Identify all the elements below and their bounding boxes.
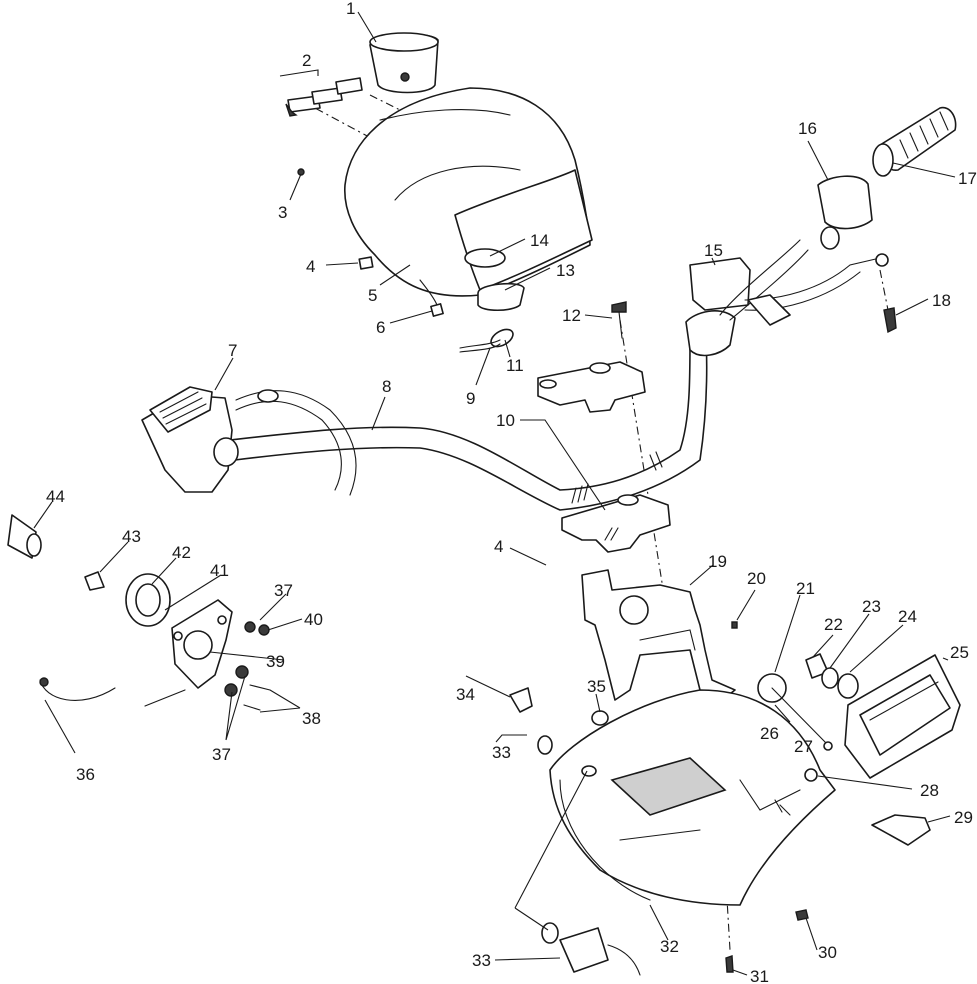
callout-17: 17 [958, 169, 977, 188]
handlebar-tube [229, 334, 708, 511]
callout-12: 12 [562, 306, 581, 325]
callout-37-top: 37 [274, 581, 293, 600]
callout-32: 32 [660, 937, 679, 956]
upper-clamp [537, 361, 646, 413]
callout-1: 1 [346, 0, 355, 18]
callout-9: 9 [466, 389, 475, 408]
callout-24: 24 [898, 607, 917, 626]
front-body-panel [549, 689, 836, 906]
left-mount-plate [7, 514, 271, 711]
callout-41: 41 [210, 561, 229, 580]
callout-30: 30 [818, 943, 837, 962]
throttle-mount [685, 239, 889, 357]
callout-33-bottom: 33 [472, 951, 491, 970]
callout-3: 3 [278, 203, 287, 222]
headlight-assembly [844, 654, 961, 779]
callout-31: 31 [750, 967, 769, 984]
gauge-cup [369, 32, 439, 94]
callout-13: 13 [556, 261, 575, 280]
hand-grip [872, 106, 957, 177]
callout-18: 18 [932, 291, 951, 310]
left-control-housing [141, 386, 357, 496]
callout-26: 26 [760, 724, 779, 743]
callout-7: 7 [228, 341, 237, 360]
callout-19: 19 [708, 552, 727, 571]
callout-10: 10 [496, 411, 515, 430]
callout-43: 43 [122, 527, 141, 546]
callout-35: 35 [587, 677, 606, 696]
callout-20: 20 [747, 569, 766, 588]
callout-6: 6 [376, 318, 385, 337]
callout-numbers: 1 2 3 4 5 6 7 8 9 10 11 12 13 14 15 16 1… [46, 0, 977, 984]
callout-39: 39 [266, 652, 285, 671]
callout-22: 22 [824, 615, 843, 634]
callout-14: 14 [530, 231, 549, 250]
callout-5: 5 [368, 286, 377, 305]
callout-33-left: 33 [492, 743, 511, 762]
callout-44: 44 [46, 487, 65, 506]
callout-37-bottom: 37 [212, 745, 231, 764]
callout-25: 25 [950, 643, 969, 662]
callout-42: 42 [172, 543, 191, 562]
callout-29: 29 [954, 808, 973, 827]
callout-34: 34 [456, 685, 475, 704]
switch-parts [509, 687, 809, 976]
lower-clamp [561, 494, 671, 553]
callout-16: 16 [798, 119, 817, 138]
callout-38: 38 [302, 709, 321, 728]
callout-40: 40 [304, 610, 323, 629]
callout-28: 28 [920, 781, 939, 800]
callout-23: 23 [862, 597, 881, 616]
callout-2: 2 [302, 51, 311, 70]
callout-8: 8 [382, 377, 391, 396]
callout-21: 21 [796, 579, 815, 598]
callout-27: 27 [794, 737, 813, 756]
callout-4-lower: 4 [494, 537, 503, 556]
leader-lines [33, 11, 956, 976]
callout-4: 4 [306, 257, 315, 276]
callout-11: 11 [506, 356, 524, 375]
headlight-bulb-parts [757, 653, 931, 846]
indicator-lenses [285, 77, 363, 117]
throttle-housing [817, 175, 873, 250]
headlight-pod [344, 87, 593, 297]
callout-15: 15 [704, 241, 723, 260]
callout-36: 36 [76, 765, 95, 784]
